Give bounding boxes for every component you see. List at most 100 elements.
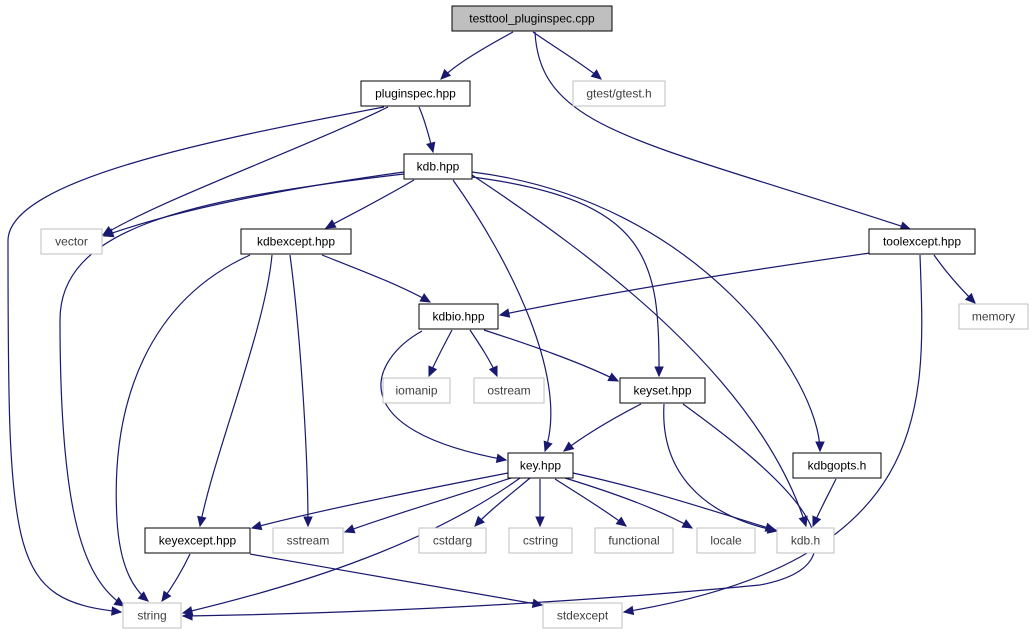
edge-kdbexcept-to-kdbio [321, 254, 432, 303]
edge-kdbio-to-iomanip [428, 329, 453, 378]
edge-pluginspec-to-vector [101, 106, 389, 236]
edge-kdbexcept-to-keyexcept [197, 254, 273, 528]
edge-kdbio-to-keyset [483, 329, 620, 382]
edge-key-to-keyexcept [250, 472, 509, 531]
edge-kdb_hpp-to-kdb_h [471, 174, 808, 528]
edge-kdbio-to-ostream [469, 329, 498, 378]
edge-key-to-sstream [343, 476, 515, 534]
edge-testtool_pluginspec-to-gtest [532, 31, 602, 80]
edge-kdb_hpp-to-vector [102, 171, 405, 238]
node-kdb-h: kdb.h [776, 527, 835, 554]
node-cstring: cstring [508, 527, 573, 554]
node-keyset[interactable]: keyset.hpp [619, 377, 706, 404]
node-box [451, 5, 613, 32]
node-kdb-hpp[interactable]: kdb.hpp [403, 153, 473, 180]
node-ostream: ostream [473, 377, 545, 404]
node-testtool-pluginspec[interactable]: testtool_pluginspec.cpp [451, 5, 613, 32]
node-vector: vector [40, 228, 103, 255]
nodes-layer: testtool_pluginspec.cpp pluginspec.hpp gte… [40, 5, 1029, 629]
edge-kdbio-to-key [380, 330, 508, 464]
edge-kdb_hpp-to-kdbexcept [324, 179, 415, 229]
edge-kdb_hpp-to-string [59, 173, 405, 607]
node-gtest: gtest/gtest.h [572, 80, 666, 107]
node-box [382, 377, 451, 404]
node-memory: memory [958, 303, 1029, 330]
edge-testtool_pluginspec-to-pluginspec [440, 31, 514, 80]
node-box [868, 228, 976, 255]
edge-keyset-to-key [563, 403, 642, 452]
node-box [272, 527, 344, 554]
node-string: string [122, 602, 182, 629]
node-label: stdexcept [557, 609, 609, 623]
node-box [792, 452, 882, 479]
node-label: iomanip [395, 384, 437, 398]
node-label: vector [55, 235, 88, 249]
edges-layer [7, 31, 976, 621]
node-box [403, 153, 473, 180]
edge-toolexcept-to-memory [933, 254, 976, 304]
node-toolexcept[interactable]: toolexcept.hpp [868, 228, 976, 255]
node-label: gtest/gtest.h [586, 87, 651, 101]
edge-pluginspec-to-string [7, 106, 385, 616]
node-box [418, 527, 487, 554]
edge-keyexcept-to-stdexcept [249, 553, 544, 608]
node-label: testtool_pluginspec.cpp [469, 12, 595, 26]
node-box [240, 228, 352, 255]
node-label: cstring [523, 534, 558, 548]
node-label: kdb.h [791, 534, 820, 548]
node-pluginspec[interactable]: pluginspec.hpp [360, 80, 471, 107]
edge-toolexcept-to-stdexcept [622, 254, 923, 616]
node-box [542, 602, 623, 629]
node-stdexcept: stdexcept [542, 602, 623, 629]
node-box [418, 303, 499, 330]
node-label: ostream [487, 384, 530, 398]
node-key[interactable]: key.hpp [507, 452, 574, 479]
node-sstream: sstream [272, 527, 344, 554]
node-label: keyset.hpp [633, 384, 691, 398]
node-box [144, 527, 251, 554]
edge-key-to-kdb_h [572, 472, 777, 532]
node-kdbexcept[interactable]: kdbexcept.hpp [240, 228, 352, 255]
node-box [473, 377, 545, 404]
edge-keyset-to-kdb_h [663, 403, 779, 534]
node-box [958, 303, 1029, 330]
node-label: sstream [287, 534, 330, 548]
edge-keyexcept-to-string [161, 553, 191, 602]
node-label: key.hpp [520, 459, 561, 473]
edge-testtool_pluginspec-to-toolexcept [534, 31, 912, 231]
edge-kdb_hpp-to-kdbgopts [471, 171, 825, 453]
node-kdbio[interactable]: kdbio.hpp [418, 303, 499, 330]
node-box [40, 228, 103, 255]
node-box [696, 527, 756, 554]
node-box [619, 377, 706, 404]
node-box [122, 602, 182, 629]
edge-key-to-cstring [535, 479, 545, 528]
node-keyexcept[interactable]: keyexcept.hpp [144, 527, 251, 554]
node-box [572, 80, 666, 107]
node-box [507, 452, 574, 479]
edge-key-to-locale [564, 477, 694, 529]
node-label: kdbio.hpp [432, 310, 484, 324]
node-box [360, 80, 471, 107]
node-cstdarg: cstdarg [418, 527, 487, 554]
node-functional: functional [594, 527, 674, 554]
node-label: kdb.hpp [417, 160, 460, 174]
node-label: pluginspec.hpp [375, 87, 456, 101]
node-box [594, 527, 674, 554]
node-label: keyexcept.hpp [159, 534, 237, 548]
edge-kdb_hpp-to-key [452, 179, 553, 453]
edge-toolexcept-to-kdbio [498, 252, 871, 318]
node-label: locale [710, 534, 742, 548]
edge-key-to-functional [554, 478, 627, 527]
node-iomanip: iomanip [382, 377, 451, 404]
node-label: kdbexcept.hpp [257, 235, 335, 249]
node-kdbgopts[interactable]: kdbgopts.h [792, 452, 882, 479]
node-locale: locale [696, 527, 756, 554]
edge-key-to-cstdarg [474, 477, 531, 527]
node-label: string [137, 609, 166, 623]
edge-key-to-string [181, 477, 521, 616]
node-label: kdbgopts.h [808, 459, 867, 473]
edge-kdbgopts-to-kdb_h [812, 478, 837, 528]
